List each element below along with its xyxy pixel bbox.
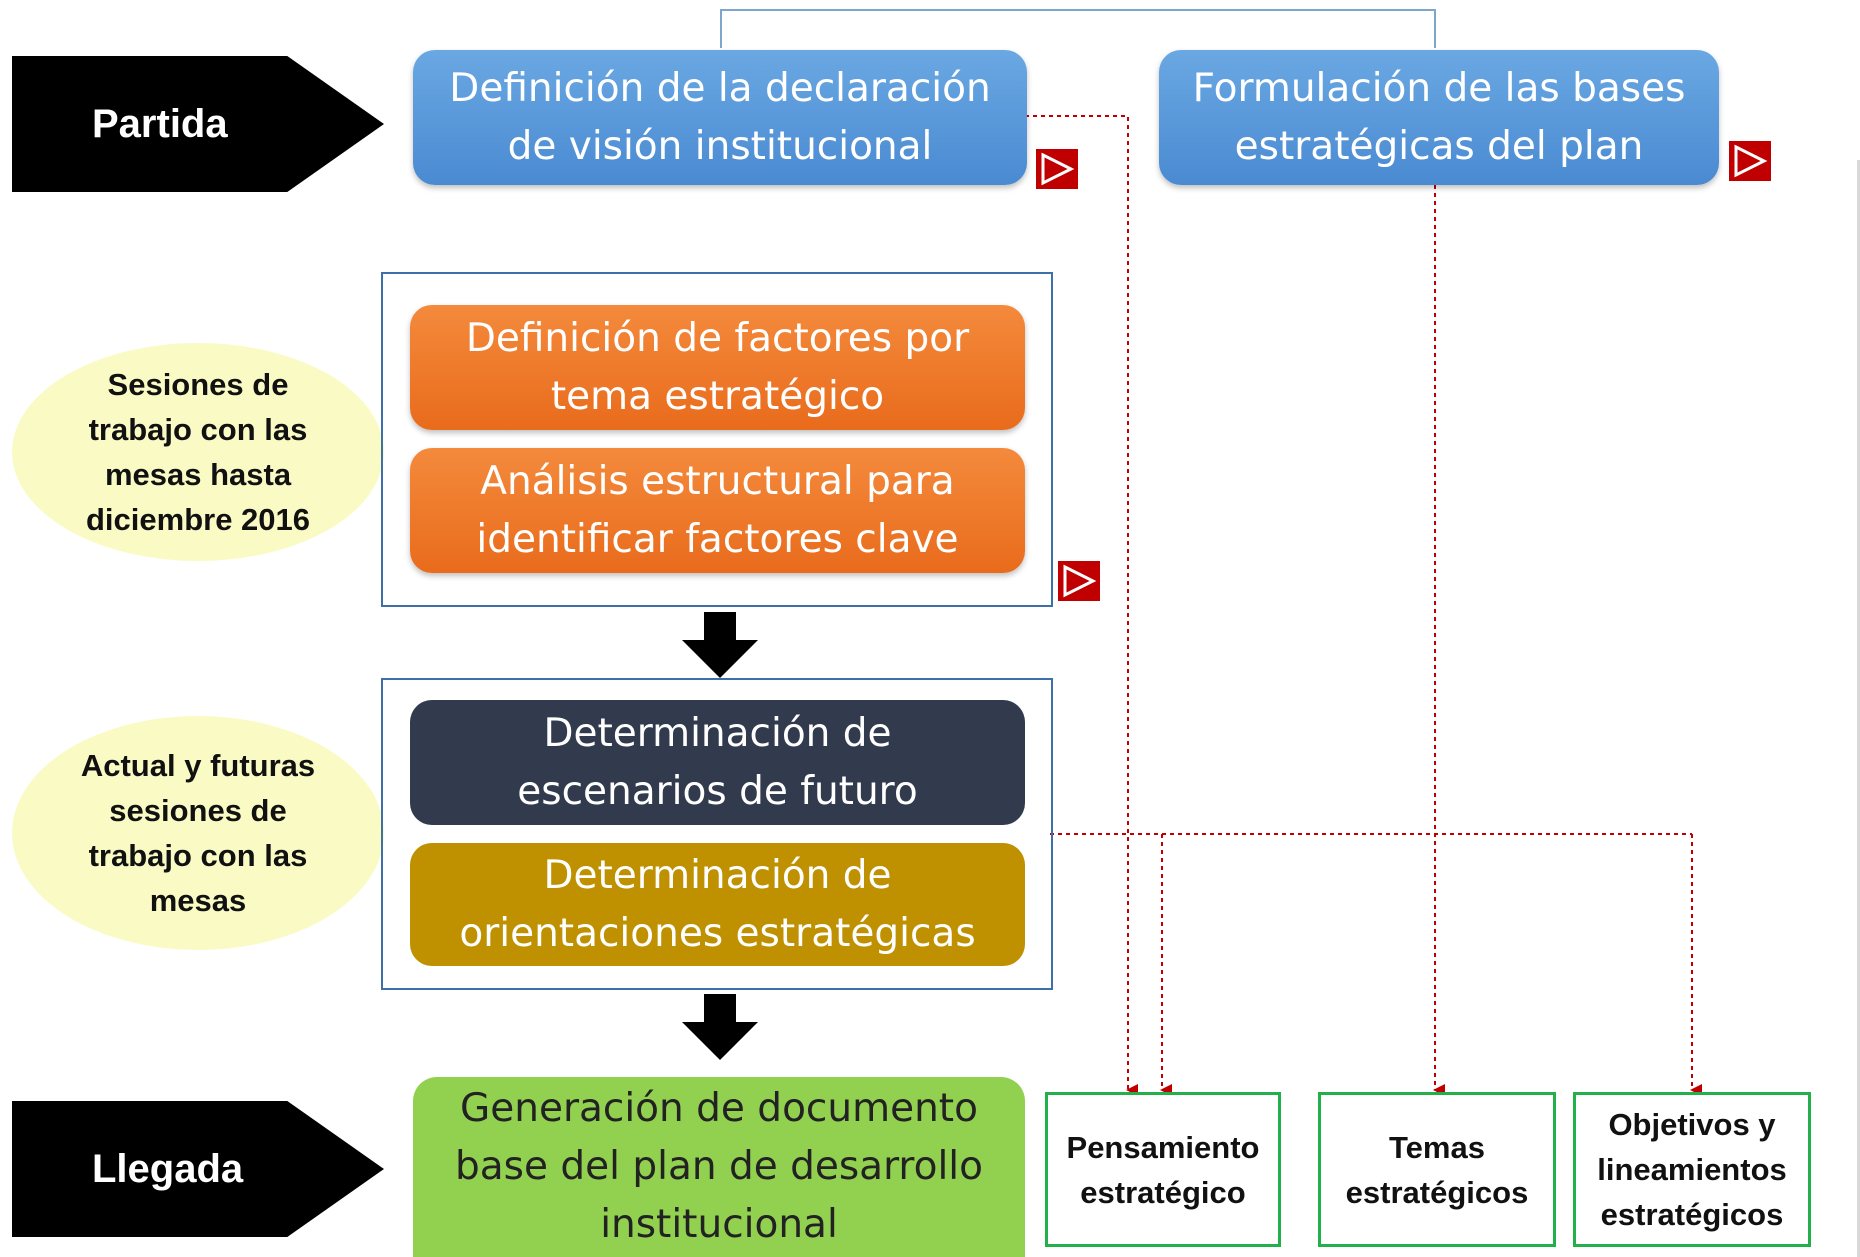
page-edge-divider: [1857, 160, 1860, 1257]
factors-group-frame: [381, 272, 1053, 607]
orientaciones-box: Determinación de orientaciones estratégi…: [410, 843, 1025, 966]
scenarios-group-frame: [381, 678, 1053, 990]
escenarios-box: Determinación de escenarios de futuro: [410, 700, 1025, 825]
down-arrow-icon: [682, 612, 758, 678]
play-icon[interactable]: [1036, 149, 1078, 189]
down-arrow-icon: [682, 994, 758, 1060]
output-temas: Temas estratégicos: [1318, 1092, 1556, 1247]
play-icon[interactable]: [1058, 561, 1100, 601]
documento-box: Generación de documento base del plan de…: [413, 1077, 1025, 1257]
output-objetivos: Objetivos y lineamientos estratégicos: [1573, 1092, 1811, 1247]
top-bracket-line: [720, 9, 1436, 48]
bases-box: Formulación de las bases estratégicas de…: [1159, 50, 1719, 185]
vision-box: Definición de la declaración de visión i…: [413, 50, 1027, 185]
sessions-first-ellipse: Sesiones de trabajo con las mesas hasta …: [12, 343, 384, 561]
vision-to-pensamiento-line: [1025, 115, 1138, 1096]
analisis-box: Análisis estructural para identificar fa…: [410, 448, 1025, 573]
play-icon[interactable]: [1729, 141, 1771, 181]
output-pensamiento: Pensamiento estratégico: [1045, 1092, 1281, 1247]
factores-box: Definición de factores por tema estratég…: [410, 305, 1025, 430]
sessions-second-ellipse: Actual y futuras sesiones de trabajo con…: [12, 716, 384, 950]
